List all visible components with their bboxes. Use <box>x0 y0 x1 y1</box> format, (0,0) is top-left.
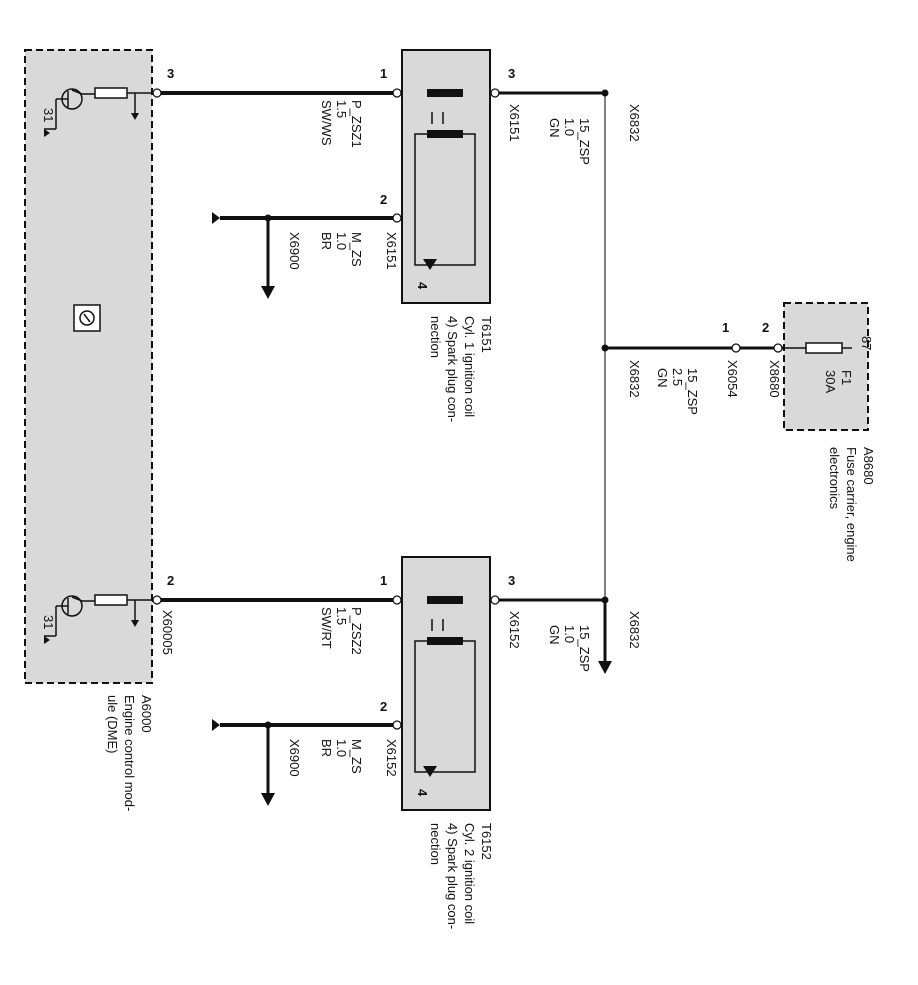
fuse-wire-code: 15_ZSP <box>685 368 700 415</box>
fuse-carrier-box <box>783 302 869 431</box>
dme-desc-line1: Engine control mod- <box>122 695 137 811</box>
fuse-pin-wire: 1 <box>722 320 729 335</box>
dme-ground-label-bottom: 31 <box>41 615 56 629</box>
coil1-wire-out-size: 1.0 <box>562 118 577 136</box>
dme-pin-top: 3 <box>167 66 174 81</box>
coil1-wire-in-color: SW/WS <box>319 100 334 146</box>
coil1-desc-line2: 4) Spark plug con- <box>445 316 460 422</box>
fuse-carrier-desc-line1: Fuse carrier, engine <box>844 447 859 562</box>
splice-label-middle: X6832 <box>627 360 642 398</box>
coil2-id: T6152 <box>479 823 494 860</box>
coil1-pin-out: 3 <box>508 66 515 81</box>
ground-end-coil2 <box>212 719 220 731</box>
coil2-wire-out-color: GN <box>547 625 562 645</box>
connector-ends <box>152 88 783 730</box>
coil1-wire-gnd-size: 1.0 <box>334 232 349 250</box>
dme-transistor-top <box>44 87 152 130</box>
ground-arrow-coil2 <box>261 793 275 806</box>
coil2-wire-gnd-color: BR <box>319 739 334 757</box>
coil1-wire-in-code: P_ZSZ1 <box>349 100 364 148</box>
coil2-wire-in-color: SW/RT <box>319 607 334 649</box>
coil1-wire-out-color: GN <box>547 118 562 138</box>
coil2-wire-gnd-code: M_ZS <box>349 739 364 774</box>
coil1-pin-spark: 4 <box>415 282 430 290</box>
fuse-carrier-desc-line2: electronics <box>827 447 842 510</box>
coil1-id: T6151 <box>479 316 494 353</box>
coil2-pin-in: 1 <box>380 573 387 588</box>
fuse-wire-color: GN <box>655 368 670 388</box>
coil1-primary-winding <box>427 89 463 138</box>
coil2-desc-line2: 4) Spark plug con- <box>445 823 460 929</box>
coil2-pin-spark: 4 <box>415 789 430 797</box>
dme-module-icon <box>73 304 101 332</box>
fuse-f1-symbol <box>784 342 852 354</box>
coil2-wire-out-size: 1.0 <box>562 625 577 643</box>
coil2-wire-out-code: 15_ZSP <box>577 625 592 672</box>
ground-arrow-coil1 <box>261 286 275 299</box>
coil1-spark-arrow <box>423 259 437 270</box>
coil1-wire-gnd-code: M_ZS <box>349 232 364 267</box>
dme-top-ground-arrow <box>44 129 50 137</box>
coil2-pin-gnd: 2 <box>380 699 387 714</box>
dme-desc-line2: ule (DME) <box>105 695 120 754</box>
splice-label-top: X6832 <box>627 104 642 142</box>
splice-label-bottom: X6832 <box>627 611 642 649</box>
dme-bottom-sense-arrow <box>131 620 139 627</box>
dme-bottom-ground-arrow <box>44 636 50 644</box>
fuse-connector-a: X8680 <box>767 360 782 398</box>
coil1-wire-in-size: 1.5 <box>334 100 349 118</box>
junction-dots <box>264 89 609 729</box>
dme-ground-label-top: 31 <box>41 108 56 122</box>
ground-end-coil1 <box>212 212 220 224</box>
coil2-wire-in-code: P_ZSZ2 <box>349 607 364 655</box>
dme-id: A6000 <box>139 695 154 733</box>
dme-pin-bottom: 2 <box>167 573 174 588</box>
coil2-wire-gnd-size: 1.0 <box>334 739 349 757</box>
fuse-carrier-id: A8680 <box>861 447 876 485</box>
coil2-secondary-lead <box>414 640 476 773</box>
coil1-out-connector: X6151 <box>507 104 522 142</box>
splice-arrow-bottom <box>598 661 612 674</box>
fuse-pin-fuse: 2 <box>762 320 769 335</box>
coil2-ground-ref: X6900 <box>287 739 302 777</box>
coil2-wire-in-size: 1.5 <box>334 607 349 625</box>
coil2-spark-arrow <box>423 766 437 777</box>
coil2-primary-winding <box>427 596 463 645</box>
fuse-terminal: 87 <box>859 336 874 350</box>
coil2-desc-line3: nection <box>428 823 443 865</box>
fuse-wire-size: 2.5 <box>670 368 685 386</box>
coil1-pin-in: 1 <box>380 66 387 81</box>
dme-connector-label: X60005 <box>160 610 175 655</box>
dme-top-sense-arrow <box>131 113 139 120</box>
fuse-name: F1 <box>839 370 854 385</box>
coil1-wire-gnd-color: BR <box>319 232 334 250</box>
coil2-desc-line1: Cyl. 2 ignition coil <box>462 823 477 924</box>
coil2-out-connector: X6152 <box>507 611 522 649</box>
coil1-desc-line1: Cyl. 1 ignition coil <box>462 316 477 417</box>
coil2-pin-out: 3 <box>508 573 515 588</box>
coil1-pin-gnd: 2 <box>380 192 387 207</box>
coil2-gnd-connector: X6152 <box>384 739 399 777</box>
fuse-connector-b: X6054 <box>725 360 740 398</box>
coil1-ground-ref: X6900 <box>287 232 302 270</box>
coil1-secondary-lead <box>414 133 476 266</box>
coil1-wire-out-code: 15_ZSP <box>577 118 592 165</box>
fuse-rating: 30A <box>823 370 838 393</box>
dme-module-box <box>24 49 153 684</box>
coil1-desc-line3: nection <box>428 316 443 358</box>
coil1-gnd-connector: X6151 <box>384 232 399 270</box>
